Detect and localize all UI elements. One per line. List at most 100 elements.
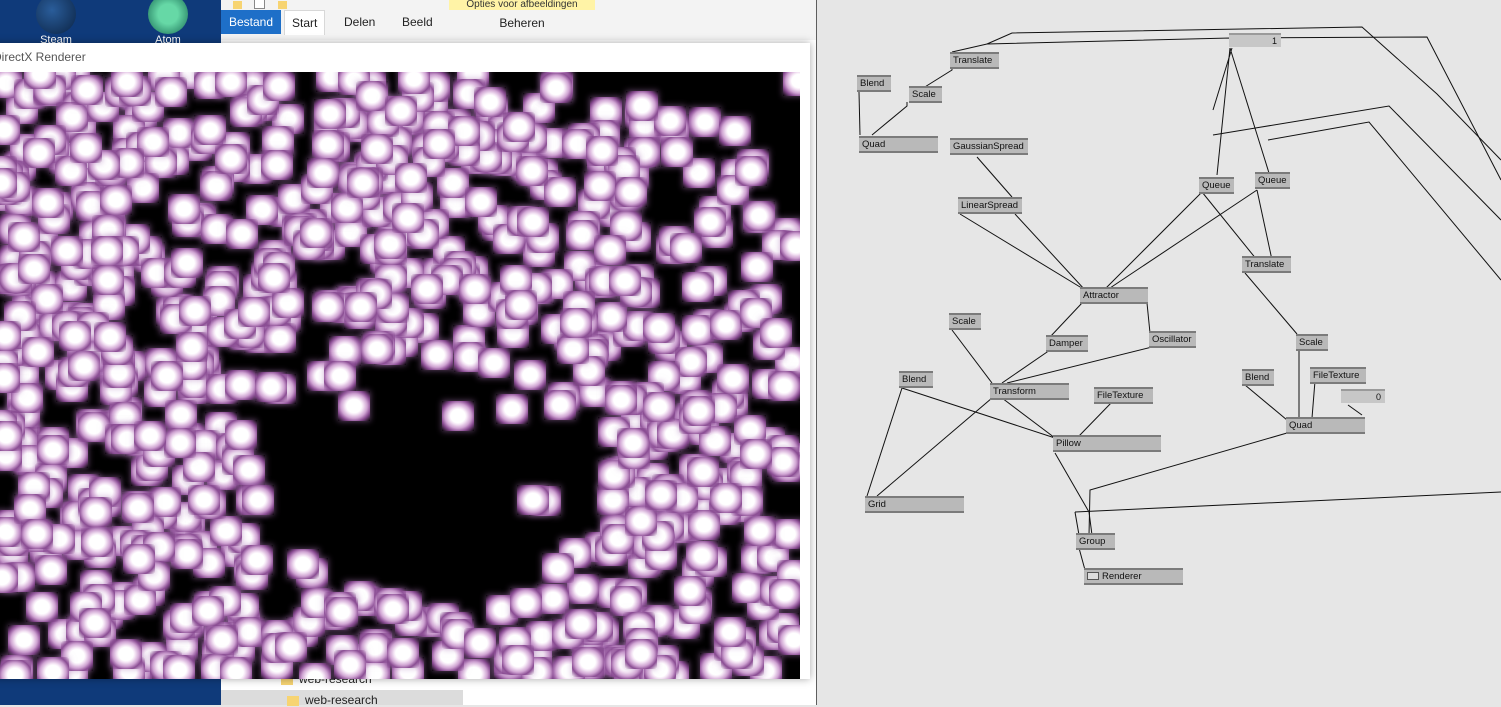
- node-renderer[interactable]: Renderer: [1084, 568, 1183, 585]
- node-quad[interactable]: Quad: [1286, 417, 1365, 434]
- particle: [191, 595, 224, 626]
- node-linearspread[interactable]: LinearSpread: [958, 197, 1022, 214]
- value-input[interactable]: 0: [1341, 389, 1385, 403]
- particle: [206, 624, 239, 655]
- particle: [685, 541, 718, 572]
- wire: [1347, 404, 1363, 416]
- node-blend[interactable]: Blend: [857, 75, 891, 92]
- node-translate[interactable]: Translate: [1242, 256, 1291, 273]
- tab-beheren[interactable]: Beheren: [499, 16, 545, 30]
- value-input[interactable]: 1: [1229, 33, 1281, 47]
- node-gaussianspread[interactable]: GaussianSpread: [950, 138, 1028, 155]
- particle: [224, 369, 257, 400]
- particle: [242, 485, 275, 516]
- node-scale[interactable]: Scale: [949, 313, 981, 330]
- particle: [361, 333, 394, 364]
- particle: [237, 297, 270, 328]
- particle: [356, 80, 389, 111]
- node-translate[interactable]: Translate: [950, 52, 999, 69]
- particle: [314, 99, 347, 130]
- desktop-shortcut-steam[interactable]: Steam: [30, 0, 82, 46]
- particle: [566, 220, 599, 251]
- wire: [951, 329, 993, 384]
- particle: [516, 155, 549, 186]
- node-damper[interactable]: Damper: [1046, 335, 1088, 352]
- node-filetexture[interactable]: FileTexture: [1310, 367, 1366, 384]
- render-canvas[interactable]: [0, 72, 800, 679]
- node-blend[interactable]: Blend: [1242, 369, 1274, 386]
- particle: [594, 235, 627, 266]
- node-blend[interactable]: Blend: [899, 371, 933, 388]
- particle: [608, 266, 641, 297]
- wire: [858, 91, 861, 136]
- tab-beeld[interactable]: Beeld: [402, 15, 433, 29]
- tab-start[interactable]: Start: [284, 10, 326, 35]
- particle: [478, 348, 511, 379]
- particle: [543, 176, 576, 207]
- particle: [687, 457, 720, 488]
- particle: [735, 155, 768, 186]
- steam-icon: [36, 0, 76, 34]
- particle: [219, 657, 252, 679]
- particle: [122, 493, 155, 523]
- node-grid[interactable]: Grid: [865, 496, 964, 513]
- particle: [311, 130, 344, 161]
- particle: [597, 485, 630, 516]
- particle: [682, 395, 715, 426]
- tab-delen[interactable]: Delen: [344, 15, 376, 29]
- particle: [148, 487, 181, 518]
- document-icon[interactable]: [254, 0, 266, 9]
- node-queue[interactable]: Queue: [1199, 177, 1234, 194]
- particle: [162, 654, 195, 679]
- particle: [93, 322, 126, 353]
- particle: [25, 591, 58, 622]
- folder-icon[interactable]: [233, 1, 242, 9]
- node-transform[interactable]: Transform: [990, 383, 1069, 400]
- particle: [688, 510, 721, 541]
- particle: [560, 307, 593, 338]
- particle: [669, 232, 702, 263]
- particle: [779, 231, 800, 262]
- particle: [326, 596, 359, 627]
- node-queue[interactable]: Queue: [1255, 172, 1290, 189]
- patch-editor[interactable]: Translate Blend Scale Quad GaussianSprea…: [817, 0, 1501, 705]
- folder-icon[interactable]: [277, 1, 287, 9]
- particle: [264, 323, 297, 354]
- node-quad[interactable]: Quad: [859, 136, 938, 153]
- particle: [411, 273, 444, 304]
- node-pillow[interactable]: Pillow: [1053, 435, 1161, 452]
- particle: [760, 318, 793, 349]
- particle: [661, 136, 694, 167]
- particle: [67, 351, 100, 382]
- particle: [502, 645, 535, 676]
- wire: [1216, 47, 1231, 176]
- node-scale[interactable]: Scale: [1296, 334, 1328, 351]
- wire: [1244, 272, 1298, 335]
- renderer-window[interactable]: DirectX Renderer: [0, 43, 810, 679]
- tab-bestand[interactable]: Bestand: [221, 10, 282, 34]
- particle: [625, 639, 658, 670]
- node-filetexture[interactable]: FileTexture: [1094, 387, 1153, 404]
- particle: [374, 228, 407, 259]
- tree-item[interactable]: web-research: [287, 693, 378, 707]
- node-oscillator[interactable]: Oscillator: [1149, 331, 1196, 348]
- wire: [901, 387, 1056, 439]
- particle: [8, 625, 41, 656]
- wire: [1229, 47, 1270, 174]
- desktop-shortcut-atom[interactable]: Atom: [142, 0, 194, 46]
- particle: [91, 264, 124, 295]
- particle: [513, 359, 546, 390]
- particle: [126, 173, 159, 204]
- node-group[interactable]: Group: [1076, 533, 1115, 550]
- node-scale[interactable]: Scale: [909, 86, 942, 103]
- particle: [642, 313, 675, 344]
- particle: [90, 236, 123, 267]
- folder-icon: [281, 674, 293, 685]
- particle: [642, 391, 675, 422]
- particle: [377, 593, 410, 624]
- node-attractor[interactable]: Attractor: [1080, 287, 1148, 304]
- particle: [625, 91, 658, 122]
- particle: [740, 438, 773, 469]
- particle: [155, 77, 188, 108]
- particle: [224, 420, 257, 451]
